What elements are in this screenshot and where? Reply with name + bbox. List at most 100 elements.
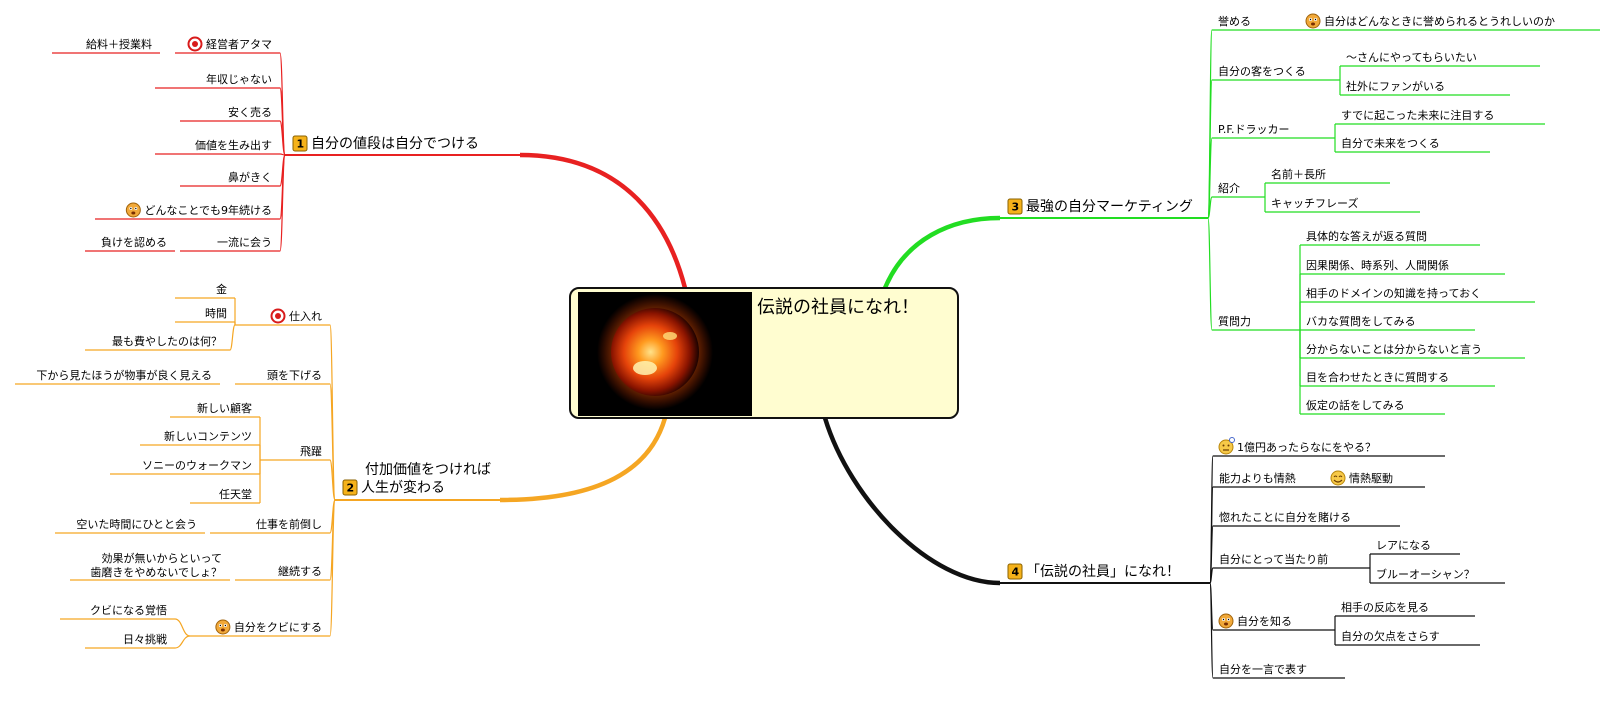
topic-label: 経営者アタマ — [206, 37, 272, 51]
topic-label: 新しいコンテンツ — [164, 429, 252, 443]
link — [174, 618, 191, 637]
link — [1209, 582, 1214, 679]
leaf-topic[interactable]: 社外にファンがいる — [1340, 79, 1510, 96]
topic-label: 相手のドメインの知識を持っておく — [1306, 286, 1481, 300]
subtopic[interactable]: 1億円あったらなにをやる？ — [1213, 437, 1445, 457]
leaf-topic[interactable]: 因果関係、時系列、人間関係 — [1300, 258, 1505, 275]
topic-label: 任天堂 — [219, 488, 252, 501]
subtopic[interactable]: 頭を下げる — [235, 369, 330, 385]
leaf-topic[interactable]: 自分で未来をつくる — [1335, 137, 1490, 153]
leaf-topic[interactable]: 任天堂 — [190, 488, 260, 504]
subtopic[interactable]: 価値を生み出す — [155, 138, 280, 155]
topic-label: 価値を生み出す — [195, 138, 272, 152]
topic-label: 目を合わせたときに質問する — [1306, 370, 1449, 384]
leaf-topic[interactable]: 相手のドメインの知識を持っておく — [1300, 286, 1535, 303]
topic-label: 時間 — [205, 307, 227, 320]
topic-label: 相手の反応を見る — [1341, 600, 1429, 614]
topic-label: 年収じゃない — [206, 72, 272, 86]
subtopic[interactable]: 惚れたことに自分を賭ける — [1213, 510, 1400, 527]
leaf-topic[interactable]: すでに起こった未来に注目する — [1335, 108, 1545, 125]
subtopic[interactable]: 自分を知る — [1213, 613, 1335, 631]
subtopic[interactable]: 鼻がきく — [180, 170, 280, 187]
leaf-topic[interactable]: 新しい顧客 — [170, 401, 260, 418]
subtopic[interactable]: 自分を一言で表す — [1213, 662, 1345, 679]
subtopic[interactable]: 飛躍 — [260, 445, 330, 461]
subtopic[interactable]: 自分をクビにする — [190, 619, 330, 637]
subtopic[interactable]: 質問力 — [1212, 314, 1300, 331]
topic-label: すでに起こった未来に注目する — [1341, 108, 1494, 122]
leaf-topic[interactable]: 分からないことは分からないと言う — [1300, 343, 1525, 359]
topic-label: 社外にファンがいる — [1346, 79, 1445, 93]
leaf-topic[interactable]: 目を合わせたときに質問する — [1300, 370, 1495, 387]
topic-label: ～さんにやってもらいたい — [1346, 51, 1477, 64]
leaf-topic[interactable]: 自分の欠点をさらす — [1335, 629, 1480, 646]
topic-label-line-2: 歯磨きをやめないでしょ？ — [90, 566, 222, 579]
leaf-topic[interactable]: 自分はどんなときに誉められるとうれしいのか — [1300, 13, 1600, 31]
link — [1207, 217, 1213, 331]
leaf-topic[interactable]: 情熱駆動 — [1325, 470, 1425, 488]
central-topic[interactable]: 伝説の社員になれ！ — [569, 287, 959, 419]
face-icon — [1305, 13, 1321, 29]
leaf-topic[interactable]: 下から見たほうが物事が良く見える — [15, 368, 220, 385]
subtopic[interactable]: 紹介 — [1212, 182, 1265, 198]
smile-icon — [1330, 470, 1346, 486]
subtopic[interactable]: 安く売る — [180, 105, 280, 122]
face-icon — [1218, 613, 1234, 629]
link — [329, 459, 336, 501]
subtopic[interactable]: どんなことでも9年続ける — [95, 202, 280, 220]
subtopic[interactable]: P.F.ドラッカー — [1212, 123, 1335, 139]
branch-number-badge — [292, 135, 308, 152]
topic-label: 新しい顧客 — [197, 401, 252, 415]
leaf-topic[interactable]: バカな質問をしてみる — [1300, 314, 1475, 331]
leaf-topic[interactable]: 日々挑戦 — [85, 632, 175, 649]
subtopic[interactable]: 能力よりも情熱 — [1213, 471, 1325, 488]
subtopic[interactable]: 年収じゃない — [155, 72, 280, 89]
topic-label: バカな質問をしてみる — [1306, 314, 1416, 328]
topic-label: 仮定の話をしてみる — [1306, 398, 1405, 412]
leaf-topic[interactable]: 給料＋授業料 — [52, 37, 160, 54]
target-icon — [270, 308, 286, 324]
branch-number: 3 — [1012, 201, 1020, 214]
topic-label: 自分を知る — [1237, 614, 1292, 628]
leaf-topic[interactable]: 金 — [175, 282, 235, 299]
subtopic[interactable]: 仕入れ — [235, 308, 330, 326]
topic-label: 具体的な答えが返る質問 — [1306, 229, 1427, 243]
subtopic[interactable]: 継続する — [235, 564, 330, 581]
link — [1209, 567, 1214, 584]
leaf-topic[interactable]: 仮定の話をしてみる — [1300, 398, 1445, 415]
leaf-topic[interactable]: 相手の反応を見る — [1335, 600, 1475, 617]
branch-topic-4[interactable]: 4「伝説の社員」になれ！ — [1000, 563, 1210, 584]
leaf-topic[interactable]: 負けを認める — [85, 235, 175, 252]
leaf-topic[interactable]: 空いた時間にひとと会う — [55, 517, 205, 534]
subtopic[interactable]: 一流に会う — [180, 235, 280, 252]
leaf-topic[interactable]: 時間 — [175, 307, 235, 323]
main-link-3 — [882, 215, 1001, 289]
leaf-topic[interactable]: 最も費やしたのは何？ — [85, 334, 230, 351]
topic-label: 自分にとって当たり前 — [1219, 552, 1328, 566]
leaf-topic[interactable]: ～さんにやってもらいたい — [1340, 51, 1540, 67]
leaf-topic[interactable]: キャッチフレーズ — [1265, 196, 1420, 213]
link — [279, 120, 286, 156]
topic-label: レアになる — [1376, 539, 1431, 552]
leaf-topic[interactable]: 名前＋長所 — [1265, 167, 1390, 184]
topic-label: キャッチフレーズ — [1271, 196, 1358, 210]
topic-label: 自分をクビにする — [234, 621, 322, 634]
leaf-topic[interactable]: 具体的な答えが返る質問 — [1300, 229, 1480, 246]
subtopic[interactable]: 自分にとって当たり前 — [1213, 552, 1370, 569]
link — [329, 499, 336, 637]
leaf-topic[interactable]: ソニーのウォークマン — [110, 459, 260, 475]
subtopic[interactable]: 経営者アタマ — [175, 36, 280, 54]
leaf-topic[interactable]: クビになる覚悟 — [60, 603, 175, 620]
subtopic[interactable]: 誉める — [1212, 14, 1300, 31]
leaf-topic[interactable]: レアになる — [1370, 539, 1460, 555]
subtopic[interactable]: 自分の客をつくる — [1212, 64, 1340, 81]
leaf-topic[interactable]: ブルーオーシャン？ — [1370, 567, 1505, 584]
leaf-topic[interactable]: 新しいコンテンツ — [140, 429, 260, 446]
subtopic[interactable]: 仕事を前倒し — [210, 517, 330, 534]
link — [1207, 196, 1213, 219]
